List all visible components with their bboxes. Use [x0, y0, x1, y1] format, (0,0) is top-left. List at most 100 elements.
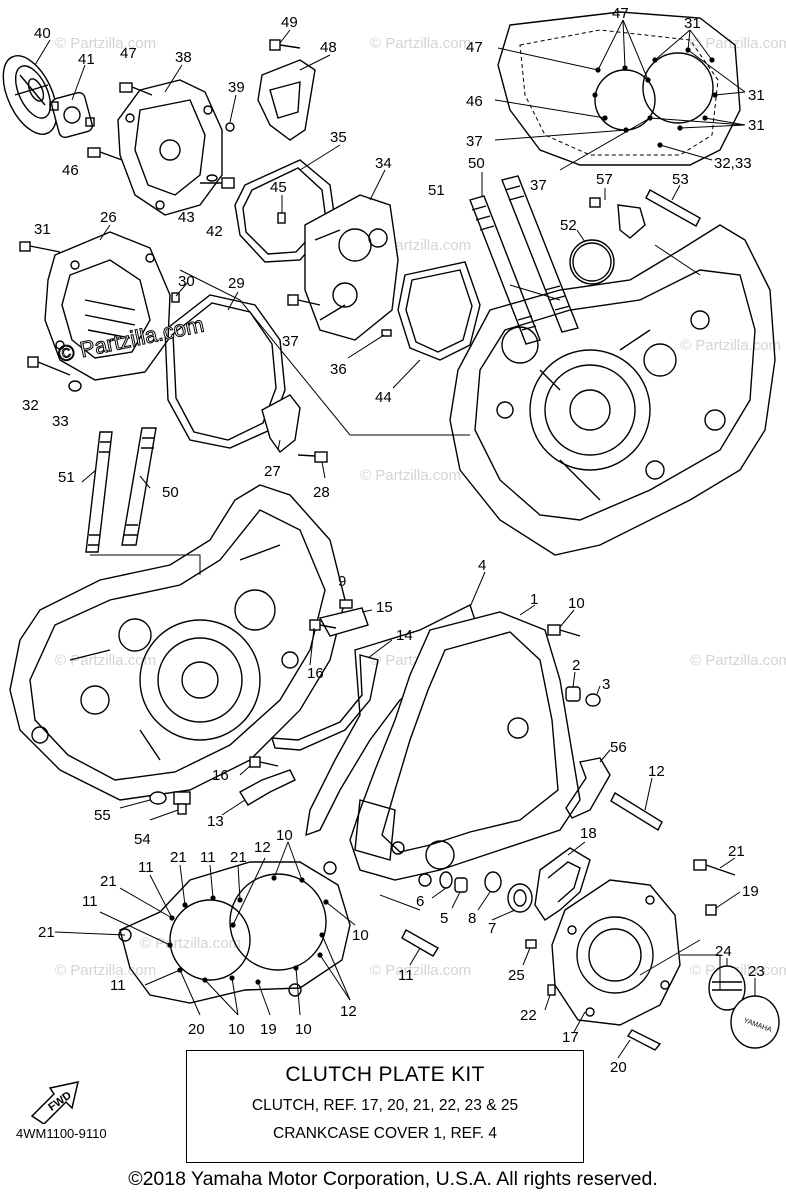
leader-lines — [34, 19, 756, 1059]
callout-21e: 21 — [38, 924, 55, 941]
bolt-16-b — [249, 756, 279, 768]
callout-37: 37 — [282, 333, 299, 350]
callout-50b: 50 — [162, 484, 179, 501]
callout-41: 41 — [78, 51, 95, 68]
part-9-pin — [339, 599, 353, 609]
callout-22: 22 — [520, 1007, 537, 1024]
callout-57: 57 — [596, 171, 613, 188]
callout-23: 23 — [748, 963, 765, 980]
callout-8: 8 — [468, 910, 476, 927]
document-code: 4WM1100-9110 — [16, 1126, 107, 1141]
forward-arrow-icon: FWD — [30, 1081, 79, 1124]
watermark: © Partzilla.com — [370, 35, 471, 52]
washer-33 — [68, 380, 82, 392]
bolt-32 — [27, 356, 71, 376]
watermark: © Partzilla.com — [55, 35, 156, 52]
bolt-12-right — [610, 792, 663, 831]
callout-21c: 21 — [230, 849, 247, 866]
bolt-16-a — [309, 619, 337, 631]
generator-cover-group — [19, 231, 328, 463]
callout-19b: 19 — [260, 1021, 277, 1038]
callout-19: 19 — [742, 883, 759, 900]
callout-14: 14 — [396, 627, 413, 644]
callout-7: 7 — [488, 920, 496, 937]
callout-10b: 10 — [276, 827, 293, 844]
callout-55: 55 — [94, 807, 111, 824]
bolt-47 — [119, 82, 153, 96]
callout-18: 18 — [580, 825, 597, 842]
bolt-42 — [200, 177, 235, 189]
callout-32: 32 — [22, 397, 39, 414]
callout-10: 10 — [568, 595, 585, 612]
part-3-seal — [585, 693, 601, 707]
callout-2: 2 — [572, 657, 580, 674]
callout-33: 33 — [52, 413, 69, 430]
callout-10e: 10 — [295, 1021, 312, 1038]
bolt-11-bottom — [401, 929, 439, 957]
callout-28: 28 — [313, 484, 330, 501]
part-6-ring — [439, 871, 453, 889]
callout-12: 12 — [648, 763, 665, 780]
callout-34: 34 — [375, 155, 392, 172]
callout-45: 45 — [270, 179, 287, 196]
callout-47b: 47 — [612, 5, 629, 22]
callout-51b: 51 — [58, 469, 75, 486]
callout-53: 53 — [672, 171, 689, 188]
watermark: © Partzilla.com — [140, 935, 241, 952]
callout-39: 39 — [228, 79, 245, 96]
part-8-o-ring — [484, 871, 502, 893]
callout-37c: 37 — [530, 177, 547, 194]
bolt-10-top — [547, 624, 581, 637]
callout-48: 48 — [320, 39, 337, 56]
bolt-21-right — [693, 859, 736, 876]
callout-10c: 10 — [352, 927, 369, 944]
callout-43: 43 — [178, 209, 195, 226]
callout-1: 1 — [530, 591, 538, 608]
callout-47c: 47 — [466, 39, 483, 56]
part-53-bolt — [645, 189, 701, 227]
watermark: © Partzilla.com — [680, 337, 781, 354]
part-48-bracket — [257, 59, 316, 141]
part-5-plug — [454, 877, 468, 893]
part-27-bracket — [261, 394, 301, 454]
callout-51: 51 — [428, 182, 445, 199]
part-30-pin — [171, 292, 180, 303]
stud-51-mid — [85, 431, 113, 553]
callout-29: 29 — [228, 275, 245, 292]
callout-46: 46 — [62, 162, 79, 179]
callout-5: 5 — [440, 910, 448, 927]
callout-16: 16 — [307, 665, 324, 682]
watermark: © Partzilla.com — [55, 652, 156, 669]
part-1-crankcase-cover — [349, 611, 581, 887]
part-34-cover — [304, 194, 399, 341]
part-15-guide — [318, 607, 369, 637]
callout-11d: 11 — [82, 893, 98, 910]
callout-21b: 21 — [170, 849, 187, 866]
callout-15: 15 — [376, 599, 393, 616]
part-25-bolt — [525, 939, 537, 949]
part-41-hub — [49, 91, 95, 139]
callout-56: 56 — [610, 739, 627, 756]
stud-51-top — [469, 195, 541, 345]
bolt-46 — [87, 147, 123, 161]
clutch-plate-kit-box: CLUTCH PLATE KIT CLUTCH, REF. 17, 20, 21… — [186, 1050, 584, 1163]
callout-26: 26 — [100, 209, 117, 226]
callout-labels: 40 47 41 38 39 49 48 46 43 42 35 45 34 2… — [22, 5, 765, 1076]
callout-31: 31 — [34, 221, 51, 238]
callout-42: 42 — [206, 223, 223, 240]
stud-50-mid — [121, 427, 157, 546]
watermark: © Partzilla.com — [370, 962, 471, 979]
part-17-clutch-cover — [551, 879, 681, 1026]
bolt-19-right — [705, 904, 717, 916]
callout-11e: 11 — [110, 977, 126, 994]
callout-10d: 10 — [228, 1021, 245, 1038]
part-38-cover — [117, 79, 223, 216]
part-26-generator-cover — [44, 231, 171, 381]
watermark: © Partzilla.com — [360, 467, 461, 484]
kit-title: CLUTCH PLATE KIT — [285, 1063, 485, 1086]
part-43-washer — [206, 174, 218, 182]
callout-40: 40 — [34, 25, 51, 42]
callout-20: 20 — [610, 1059, 627, 1076]
callout-49: 49 — [281, 14, 298, 31]
